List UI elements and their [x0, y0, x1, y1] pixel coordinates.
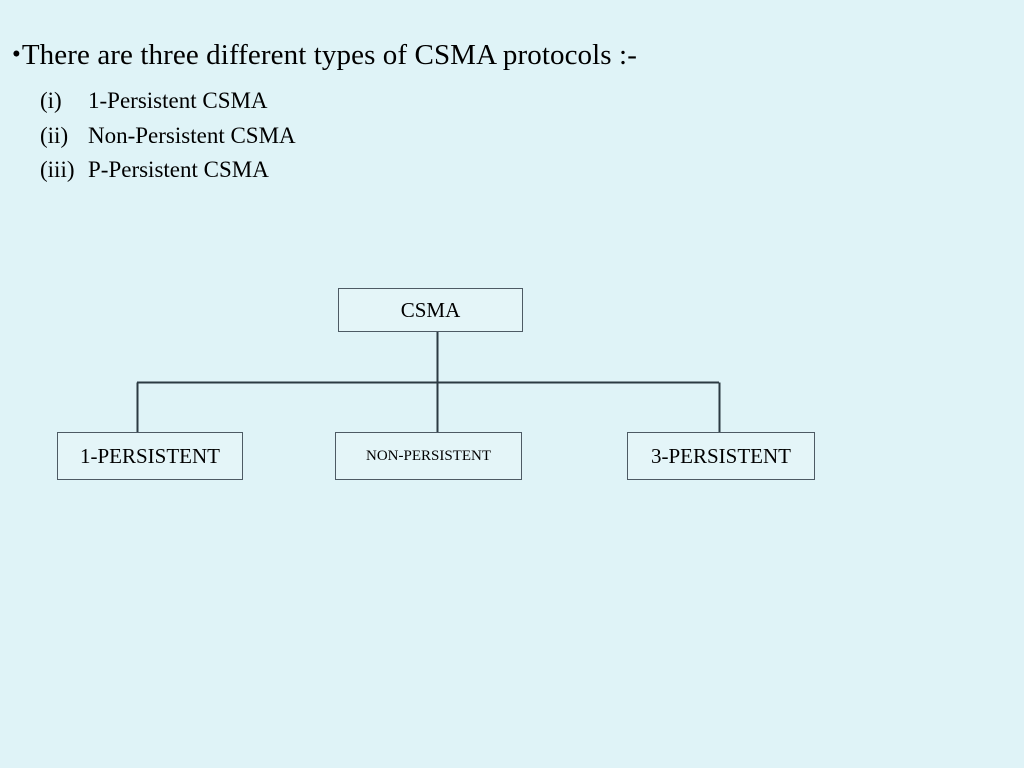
tree-node-label: CSMA [400, 297, 461, 322]
list-item-label: Non-Persistent CSMA [88, 122, 296, 148]
list-item: (iii) P-Persistent CSMA [40, 153, 296, 188]
headline-text: There are three different types of CSMA … [21, 39, 637, 71]
protocol-list: (i) 1-Persistent CSMA (ii) Non-Persistent … [40, 84, 296, 188]
bullet-icon: • [12, 41, 21, 68]
tree-node-csma[interactable]: CSMA [338, 288, 523, 332]
slide-headline: •There are three different types of CSMA… [12, 38, 637, 72]
list-item-marker: (iii) [40, 157, 75, 182]
tree-node-non-persistent[interactable]: NON-PERSISTENT [335, 432, 522, 480]
tree-node-1-persistent[interactable]: 1-PERSISTENT [57, 432, 243, 480]
list-item-marker: (i) [40, 88, 62, 113]
list-item-label: P-Persistent CSMA [88, 157, 269, 182]
list-item: (ii) Non-Persistent CSMA [40, 119, 296, 154]
tree-node-3-persistent[interactable]: 3-PERSISTENT [627, 432, 815, 480]
list-item: (i) 1-Persistent CSMA [40, 84, 296, 119]
tree-node-label: 1-PERSISTENT [79, 443, 220, 468]
tree-node-label: 3-PERSISTENT [650, 443, 791, 468]
list-item-marker: (ii) [40, 122, 69, 148]
list-item-label: 1-Persistent CSMA [88, 88, 268, 113]
tree-node-label: NON-PERSISTENT [365, 447, 491, 464]
